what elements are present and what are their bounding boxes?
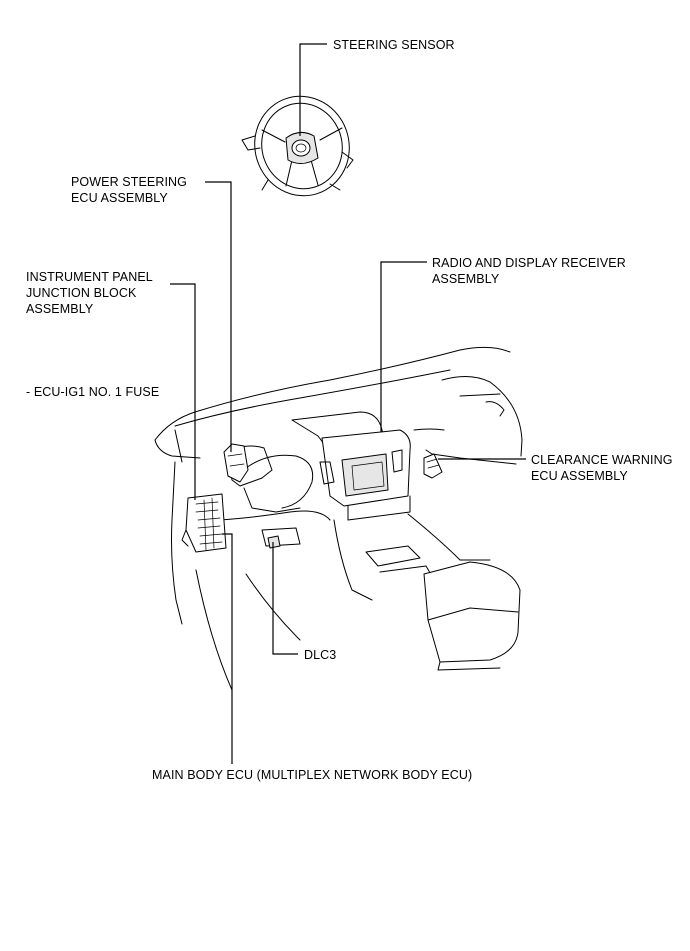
label-clearance-warning-line1: CLEARANCE WARNING [531, 453, 673, 467]
component-clearance-warning-ecu [423, 453, 443, 479]
label-instrument-panel-line2: JUNCTION BLOCK [26, 286, 137, 300]
leader-lines [170, 43, 526, 764]
label-radio-receiver-line2: ASSEMBLY [432, 272, 500, 286]
label-radio-receiver-line1: RADIO AND DISPLAY RECEIVER [432, 256, 626, 270]
steering-wheel-drawing [241, 95, 354, 197]
label-steering-sensor: STEERING SENSOR [333, 38, 455, 52]
label-instrument-panel-line1: INSTRUMENT PANEL [26, 270, 153, 284]
component-power-steering-ecu [223, 443, 249, 483]
component-junction-block [181, 493, 227, 553]
label-clearance-warning-line2: ECU ASSEMBLY [531, 469, 628, 483]
label-instrument-panel-line3: ASSEMBLY [26, 302, 94, 316]
label-main-body-ecu: MAIN BODY ECU (MULTIPLEX NETWORK BODY EC… [152, 768, 473, 782]
label-power-steering-ecu-line2: ECU ASSEMBLY [71, 191, 168, 205]
component-dlc3 [267, 535, 281, 549]
label-ecu-ig1-fuse: - ECU-IG1 NO. 1 FUSE [26, 385, 160, 399]
label-dlc3: DLC3 [304, 648, 337, 662]
label-power-steering-ecu-line1: POWER STEERING [71, 175, 187, 189]
